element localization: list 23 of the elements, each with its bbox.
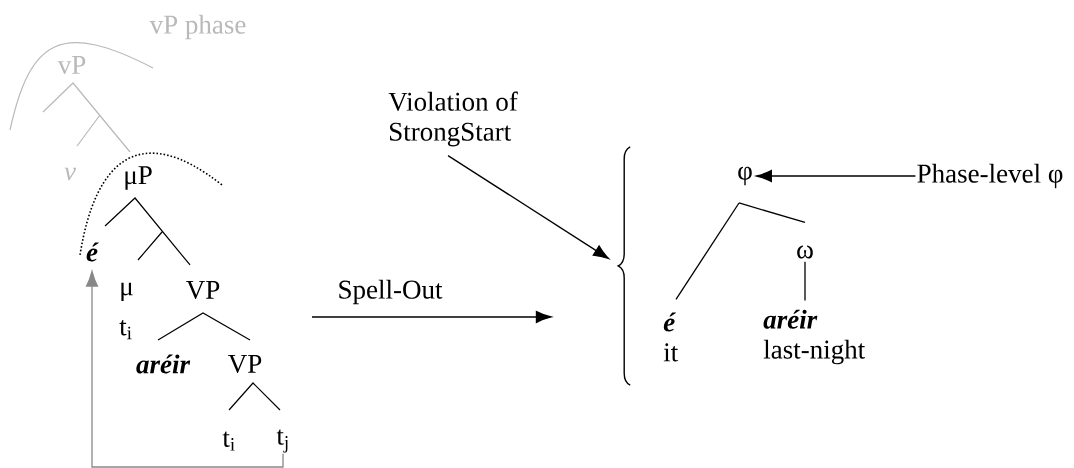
tree-label: vP <box>57 56 86 74</box>
annotation-text: Violation of StrongStart <box>388 91 518 147</box>
tree-label: v <box>64 167 76 181</box>
annotation-text: Phase-level φ <box>917 163 1063 189</box>
tree-label: aréir <box>136 354 191 374</box>
tree-label: é it <box>663 312 679 362</box>
phase-label: vP phase <box>149 14 246 40</box>
tree-label: t$_{j}$ <box>276 429 288 453</box>
tree-label: φ <box>738 166 752 186</box>
tree-label: μ t$_{i}$ <box>119 282 133 340</box>
arrow <box>447 154 610 260</box>
tree-label: aréir last-night <box>763 309 866 365</box>
tree-label: t$_{i}$ <box>222 431 235 451</box>
tree-label: VP <box>228 354 262 374</box>
arrow <box>85 270 284 468</box>
curly-brace <box>617 146 631 386</box>
arrow <box>756 169 917 183</box>
arrow <box>311 310 552 324</box>
tree-label: μP <box>125 166 152 190</box>
tree-label: ω <box>797 245 813 259</box>
tree-label: VP <box>186 280 220 300</box>
tree-label: é <box>86 242 99 262</box>
edge-label: Spell-Out <box>336 278 444 306</box>
